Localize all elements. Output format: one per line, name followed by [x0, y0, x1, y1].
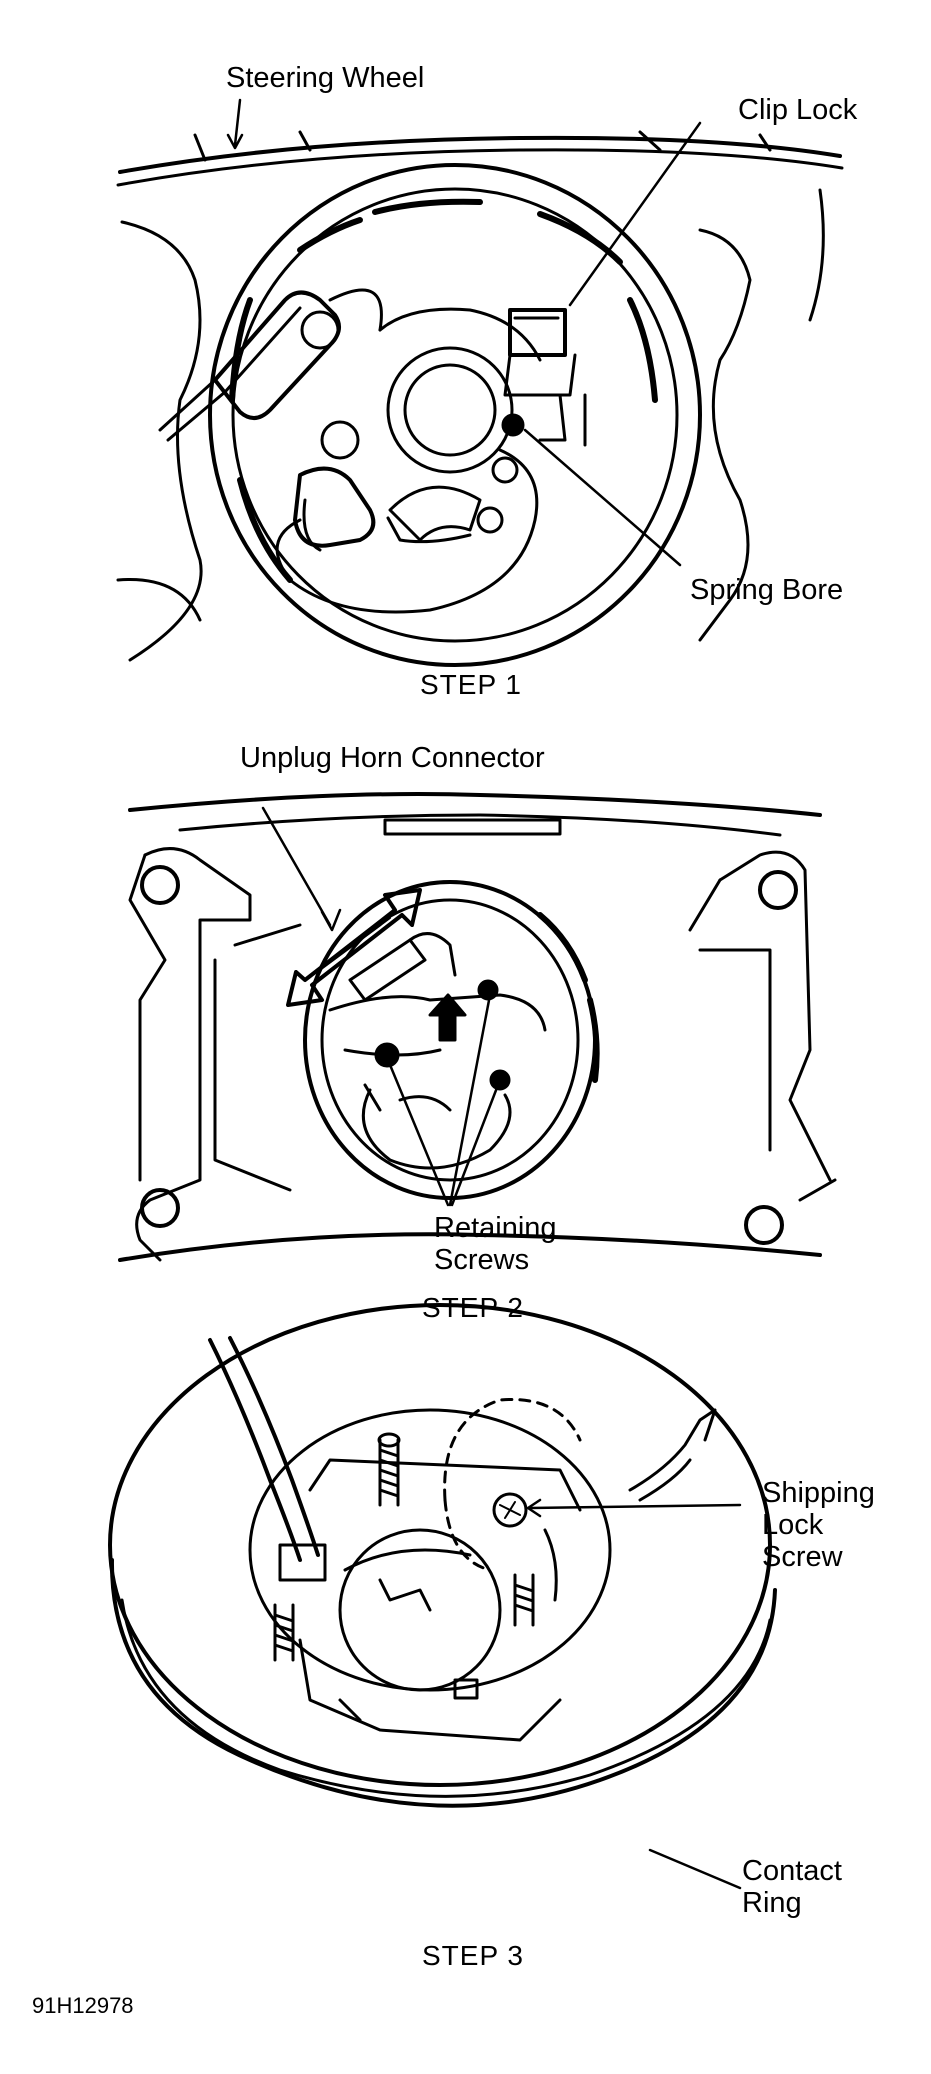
- step3-illustration: [110, 1305, 775, 1888]
- shipping-lock-screw-label-line2: Lock: [762, 1509, 824, 1541]
- contact-ring-label-line1: Contact: [742, 1855, 842, 1887]
- figure-reference-code: 91H12978: [32, 1993, 134, 2018]
- contact-ring-label-line2: Ring: [742, 1887, 802, 1919]
- retaining-screws-label-line1: Retaining: [434, 1212, 557, 1244]
- step-1-caption: STEP 1: [420, 669, 522, 700]
- clip-lock-label: Clip Lock: [738, 94, 858, 126]
- spring-bore-label: Spring Bore: [690, 574, 844, 606]
- shipping-lock-screw-label-line1: Shipping: [762, 1477, 875, 1509]
- retaining-screws-label-line2: Screws: [434, 1244, 530, 1276]
- unplug-horn-connector-label: Unplug Horn Connector: [240, 742, 545, 774]
- step2-illustration: [120, 794, 835, 1260]
- shipping-lock-screw-label-line3: Screw: [762, 1541, 843, 1573]
- steering-wheel-label: Steering Wheel: [226, 62, 425, 94]
- step-2-caption: STEP 2: [422, 1292, 524, 1323]
- step-3-caption: STEP 3: [422, 1940, 524, 1971]
- step1-illustration: [118, 100, 842, 665]
